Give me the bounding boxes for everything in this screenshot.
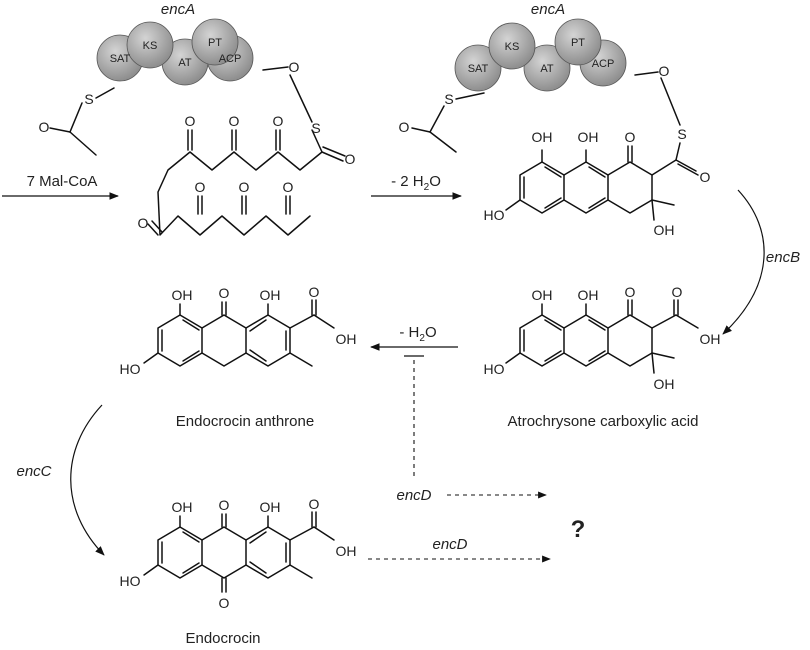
thioester-oxygen: O <box>700 169 711 185</box>
domain-KS-right <box>488 22 536 70</box>
malonyl-coa-label: 7 Mal-CoA <box>27 173 98 190</box>
domain-label: PT <box>208 37 222 49</box>
keto-oxygen: O <box>219 285 230 301</box>
arrow-encC <box>70 404 105 556</box>
domain-label: ACP <box>219 53 242 65</box>
carboxyl-oxygen: O <box>309 496 320 512</box>
domain-label: KS <box>143 40 158 52</box>
endocrocin-anthrone-structure: OH O OH O OH HO <box>120 284 357 377</box>
keto-oxygen: O <box>138 215 149 231</box>
domain-PT-left <box>191 18 239 66</box>
quinone-oxygen: O <box>219 595 230 611</box>
hydroxyl: HO <box>120 573 141 589</box>
polyketide-chain: S O O O O O O O O <box>138 113 356 236</box>
linker-oxygen: O <box>289 59 300 75</box>
domain-label: KS <box>505 41 520 53</box>
hydroxyl: HO <box>484 361 505 377</box>
carboxyl-hydroxyl: OH <box>336 543 357 559</box>
keto-oxygen: O <box>273 113 284 129</box>
hydroxyl: HO <box>120 361 141 377</box>
keto-oxygen: O <box>345 151 356 167</box>
keto-oxygen: O <box>625 129 636 145</box>
endocrocin-anthrone-label: Endocrocin anthrone <box>176 413 314 430</box>
acetyl-oxygen: O <box>399 119 410 135</box>
arrow-encB <box>722 189 765 335</box>
keto-oxygen: O <box>219 497 230 513</box>
thioester-sulfur: S <box>311 120 320 136</box>
acetyl-oxygen: O <box>39 119 50 135</box>
pks-complex-left: encA SAT KS AT PT ACP O S O <box>39 1 313 156</box>
atrochrysone-carboxylic-acid-label: Atrochrysone carboxylic acid <box>508 413 699 430</box>
carboxyl-hydroxyl: OH <box>336 331 357 347</box>
thioester-sulfur: S <box>677 126 686 142</box>
hydroxyl: OH <box>260 499 281 515</box>
hydroxyl: HO <box>484 207 505 223</box>
keto-oxygen: O <box>229 113 240 129</box>
encD-label-lower: encD <box>432 536 467 553</box>
domain-label: PT <box>571 37 585 49</box>
domain-SAT-right <box>454 44 502 92</box>
linker-sulfur: S <box>444 91 453 107</box>
domain-label: ACP <box>592 58 615 70</box>
linker-oxygen: O <box>659 63 670 79</box>
domain-label: SAT <box>110 53 131 65</box>
domain-label: AT <box>540 63 554 75</box>
encC-label: encC <box>16 463 51 480</box>
endocrocin-label: Endocrocin <box>185 630 260 647</box>
dehydration-label-1: - 2 H2O <box>391 173 441 193</box>
encA-label-left: encA <box>161 1 195 18</box>
keto-oxygen: O <box>239 179 250 195</box>
hydroxyl: OH <box>532 129 553 145</box>
domain-AT-right <box>523 44 571 92</box>
carboxyl-hydroxyl: OH <box>700 331 721 347</box>
carboxyl-oxygen: O <box>672 284 683 300</box>
pks-complex-right: encA SAT KS AT PT ACP O S O <box>399 1 681 153</box>
hydroxyl: OH <box>532 287 553 303</box>
keto-oxygen: O <box>195 179 206 195</box>
unknown-product-mark: ? <box>571 516 586 543</box>
encD-label-upper: encD <box>396 487 431 504</box>
hydroxyl: OH <box>260 287 281 303</box>
carboxyl-oxygen: O <box>309 284 320 300</box>
hydroxyl: OH <box>654 376 675 392</box>
hydroxyl: OH <box>172 499 193 515</box>
domain-label: AT <box>178 57 192 69</box>
linker-sulfur: S <box>84 91 93 107</box>
dehydration-label-2: - H2O <box>399 324 436 344</box>
domain-KS-left <box>126 21 174 69</box>
keto-oxygen: O <box>185 113 196 129</box>
encB-label: encB <box>766 249 800 266</box>
tricyclic-thioester-intermediate: OH OH O S O HO OH <box>484 126 711 238</box>
domain-label: SAT <box>468 63 489 75</box>
hydroxyl: OH <box>578 129 599 145</box>
hydroxyl: OH <box>578 287 599 303</box>
atrochrysone-carboxylic-acid-structure: OH OH O O OH HO OH <box>484 284 721 392</box>
keto-oxygen: O <box>625 284 636 300</box>
hydroxyl: OH <box>654 222 675 238</box>
encA-label-right: encA <box>531 1 565 18</box>
keto-oxygen: O <box>283 179 294 195</box>
hydroxyl: OH <box>172 287 193 303</box>
endocrocin-structure: OH O OH O OH HO O <box>120 496 357 611</box>
domain-PT-right <box>554 18 602 66</box>
